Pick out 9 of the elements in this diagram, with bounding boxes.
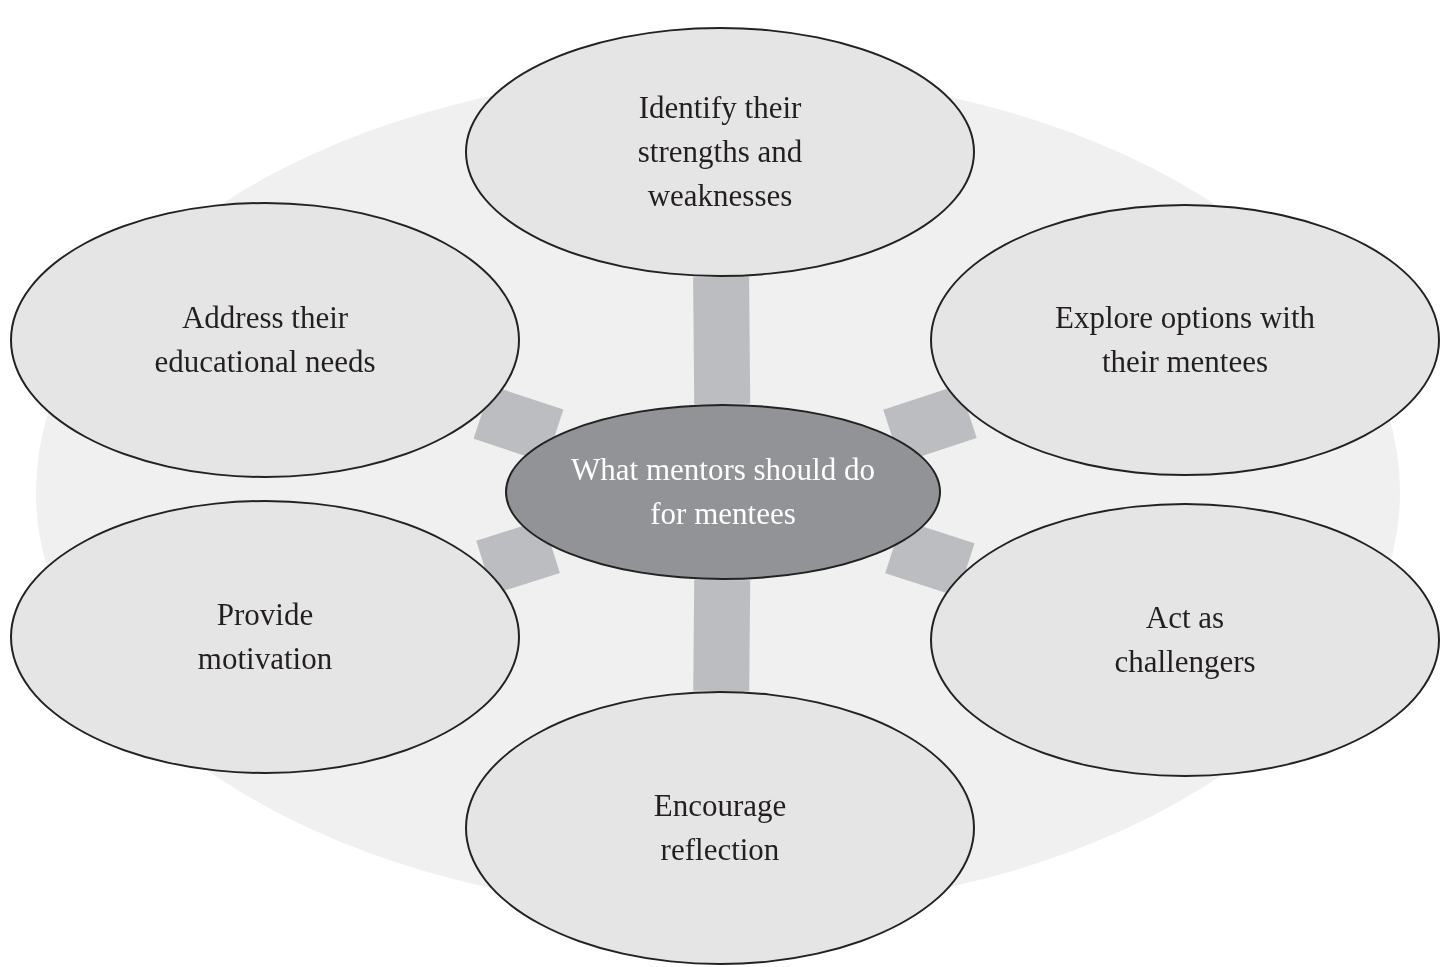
connector-band <box>693 276 751 405</box>
node-label: Identify their strengths and weaknesses <box>636 89 804 215</box>
node-label: What mentors should do for mentees <box>570 451 876 533</box>
node-label: Act as challengers <box>1113 599 1257 681</box>
node-label: Address their educational needs <box>153 299 377 381</box>
connector-band <box>693 579 751 692</box>
node-label: Explore options with their mentees <box>1053 299 1316 381</box>
node-label: Provide motivation <box>196 596 334 678</box>
node-label: Encourage reflection <box>652 787 788 869</box>
